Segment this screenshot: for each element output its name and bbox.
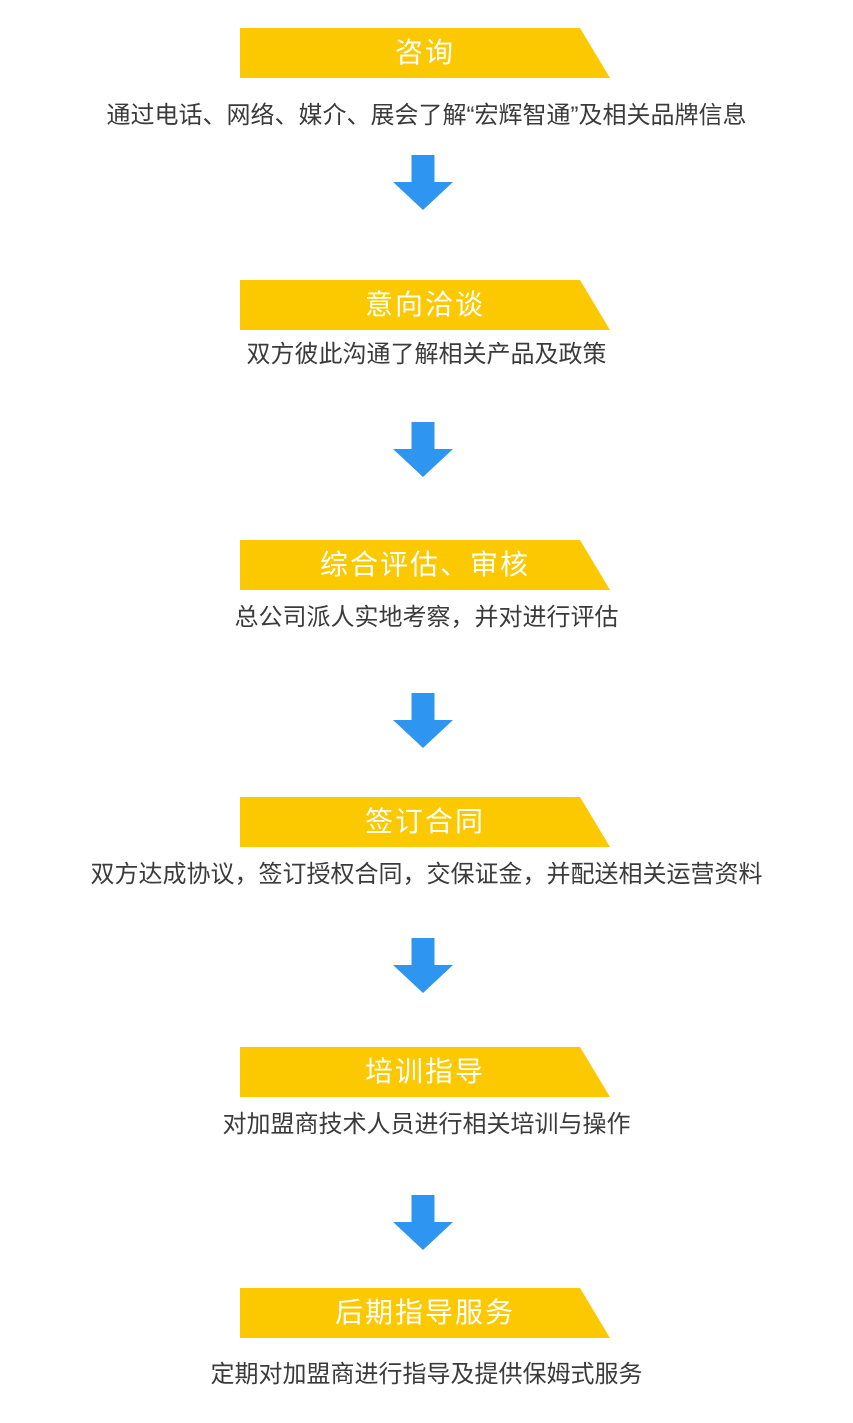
step-title: 后期指导服务 (334, 1297, 515, 1328)
step-description: 通过电话、网络、媒介、展会了解“宏辉智通”及相关品牌信息 (106, 102, 747, 129)
step-banner-2: 意向洽谈 (240, 280, 610, 330)
step-description: 双方达成协议，签订授权合同，交保证金，并配送相关运营资料 (90, 861, 763, 888)
step-banner-1: 咨询 (240, 28, 610, 78)
step-banner-4: 签订合同 (240, 797, 610, 847)
step-description: 总公司派人实地考察，并对进行评估 (234, 604, 619, 631)
step-description: 对加盟商技术人员进行相关培训与操作 (222, 1111, 631, 1138)
step-title: 培训指导 (364, 1056, 485, 1087)
down-arrow-icon (393, 693, 453, 748)
down-arrow-icon (393, 422, 453, 477)
down-arrow-icon (393, 155, 453, 210)
step-banner-6: 后期指导服务 (240, 1288, 610, 1338)
step-description: 定期对加盟商进行指导及提供保姆式服务 (210, 1361, 643, 1388)
step-banner-3: 综合评估、审核 (240, 540, 610, 590)
step-title: 签订合同 (364, 806, 485, 837)
down-arrow-icon (393, 1195, 453, 1250)
step-title: 意向洽谈 (364, 289, 485, 320)
step-description: 双方彼此沟通了解相关产品及政策 (246, 341, 607, 368)
step-title: 咨询 (394, 37, 455, 68)
down-arrow-icon (393, 938, 453, 993)
step-title: 综合评估、审核 (319, 549, 530, 580)
step-banner-5: 培训指导 (240, 1047, 610, 1097)
